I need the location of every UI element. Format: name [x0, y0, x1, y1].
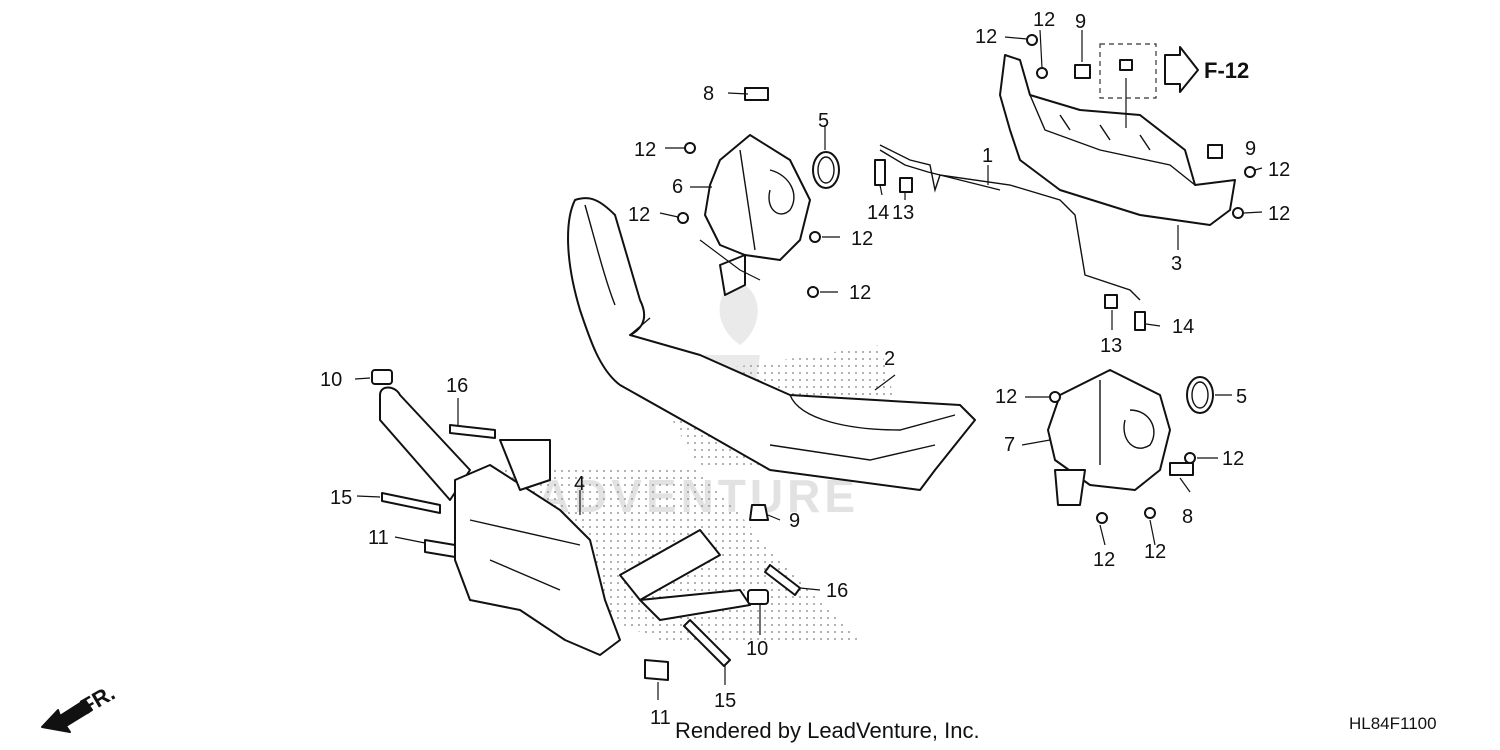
callout-14: 14	[1172, 316, 1194, 338]
callout-15: 15	[714, 690, 736, 712]
callout-1: 1	[982, 145, 993, 167]
callout-12: 12	[628, 204, 650, 226]
callout-5: 5	[1236, 386, 1247, 408]
callout-12: 12	[849, 282, 871, 304]
callout-8: 8	[1182, 506, 1193, 528]
callout-12: 12	[1268, 159, 1290, 181]
callout-9: 9	[789, 510, 800, 532]
callout-11: 11	[368, 527, 389, 549]
callout-12: 12	[995, 386, 1017, 408]
callout-7: 7	[1004, 434, 1015, 456]
callout-13: 13	[1100, 335, 1122, 357]
part-6-bracket	[704, 134, 811, 296]
part-2-front-cover	[567, 197, 976, 491]
part-1-stay	[879, 144, 1141, 301]
diagram-code: HL84F1100	[1349, 714, 1437, 733]
callout-15: 15	[330, 487, 352, 509]
leader-lines	[354, 29, 1263, 700]
callout-9: 9	[1075, 11, 1086, 33]
part-7-bracket	[1047, 369, 1171, 506]
callout-12: 12	[1093, 549, 1115, 571]
callout-9: 9	[1245, 138, 1256, 160]
callout-4: 4	[574, 473, 585, 495]
callout-12: 12	[634, 139, 656, 161]
callout-2: 2	[884, 348, 895, 370]
callout-12: 12	[1033, 9, 1055, 31]
callout-12: 12	[975, 26, 997, 48]
callout-12: 12	[851, 228, 873, 250]
render-credit: Rendered by LeadVenture, Inc.	[675, 718, 980, 743]
front-direction-arrow: FR.	[41, 680, 119, 733]
callout-10: 10	[320, 369, 342, 391]
callout-12: 12	[1268, 203, 1290, 225]
reference-label: F-12	[1204, 58, 1249, 83]
callout-5: 5	[818, 110, 829, 132]
callout-11: 11	[650, 707, 671, 729]
part-5-rings	[812, 151, 1214, 414]
callout-12: 12	[1144, 541, 1166, 563]
callout-8: 8	[703, 83, 714, 105]
callout-16: 16	[826, 580, 848, 602]
part-4-frame-guard	[379, 386, 751, 656]
callout-6: 6	[672, 176, 683, 198]
callout-13: 13	[892, 202, 914, 224]
callout-16: 16	[446, 375, 468, 397]
callout-10: 10	[746, 638, 768, 660]
reference-box	[1099, 43, 1199, 99]
callout-3: 3	[1171, 253, 1182, 275]
callout-14: 14	[867, 202, 889, 224]
callout-12: 12	[1222, 448, 1244, 470]
hardware	[371, 34, 1256, 681]
part-3-upper-cowl	[999, 54, 1236, 226]
callout-labels: 1 2 3 4 5 5 6 7 8 8 9 9 9 10 10 11 11 12…	[320, 9, 1290, 729]
